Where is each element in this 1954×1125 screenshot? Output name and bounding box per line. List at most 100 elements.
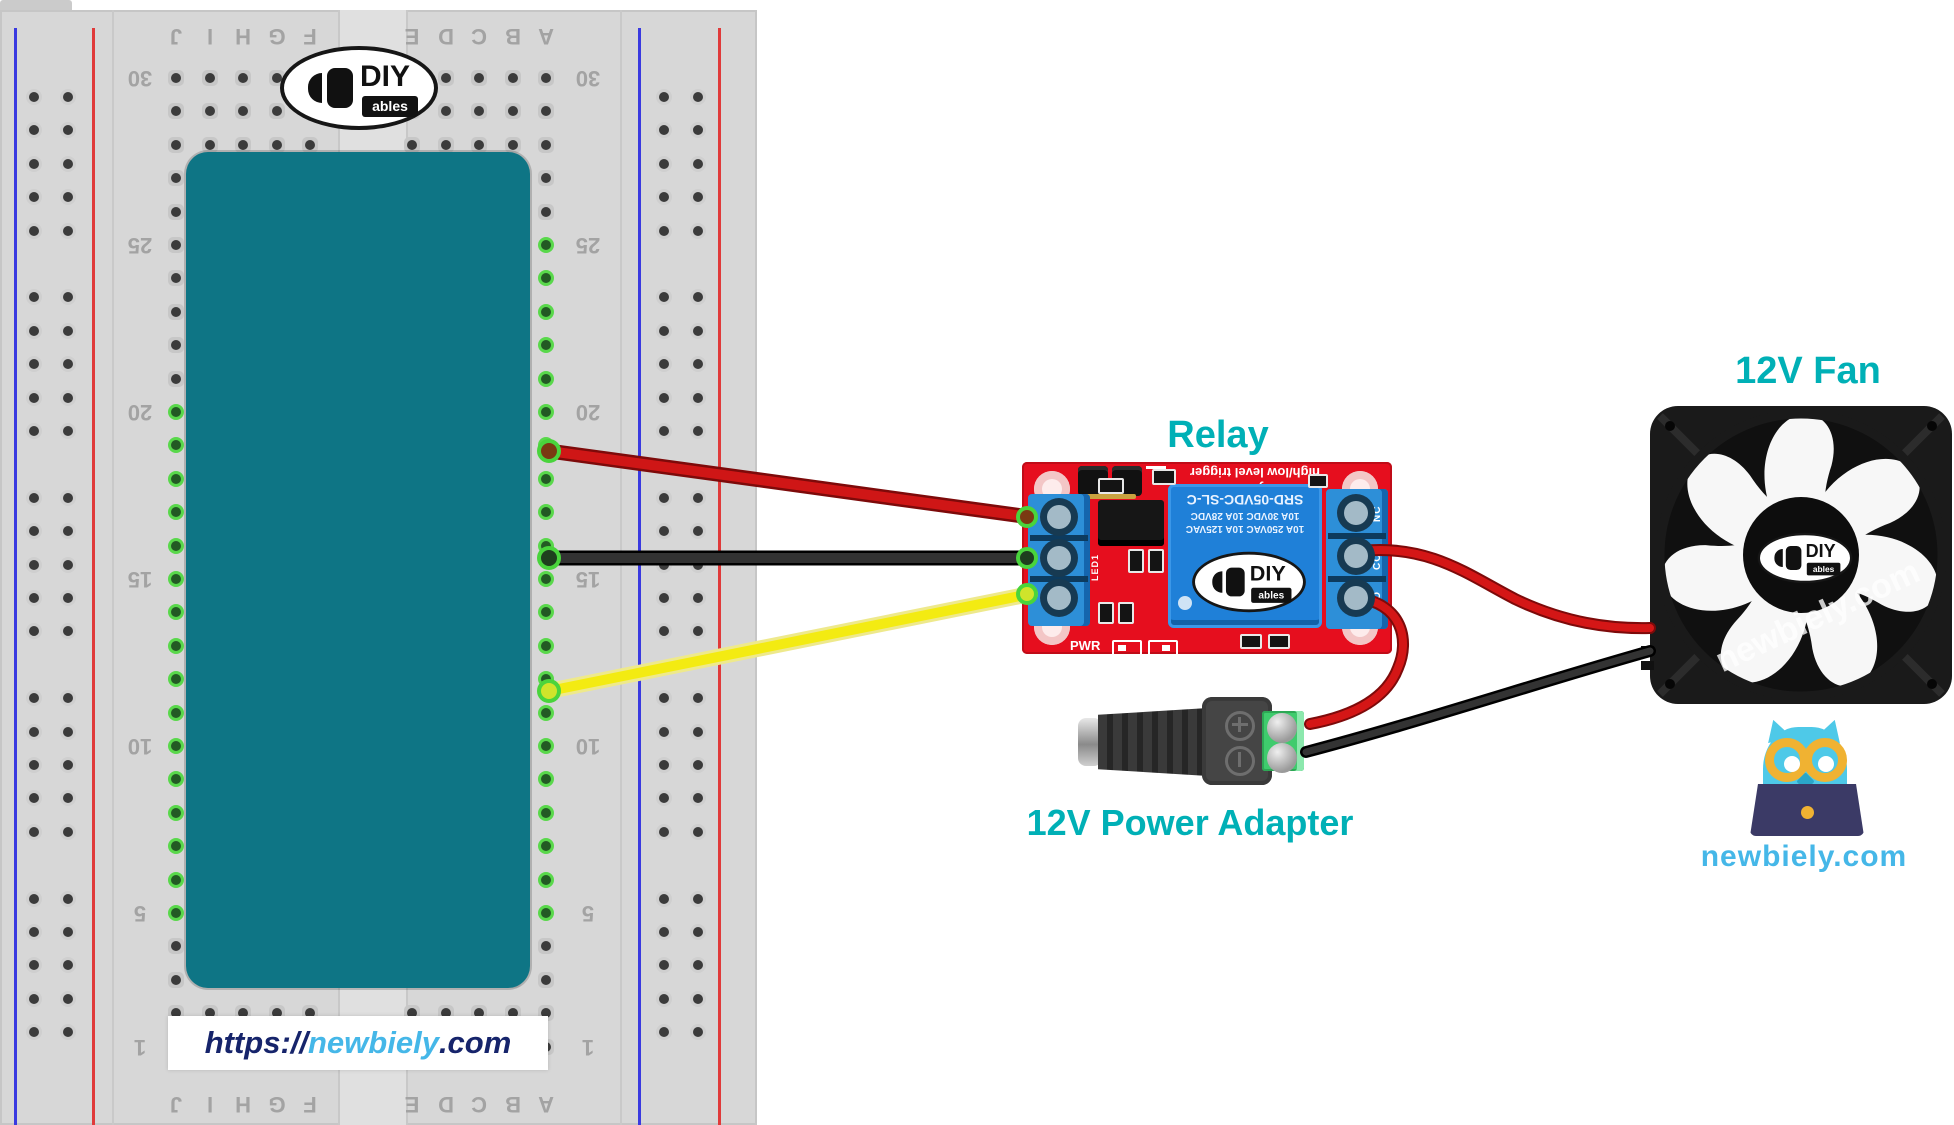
breadboard-rail-hole <box>26 990 42 1007</box>
breadboard-rail-hole <box>690 489 706 506</box>
owl-glasses-right <box>1803 738 1847 782</box>
breadboard-rail-hole <box>690 523 706 540</box>
breadboard-rail-hole <box>60 690 76 707</box>
breadboard-rail-hole <box>60 990 76 1007</box>
breadboard-hole <box>538 571 554 587</box>
breadboard-rail-hole <box>26 523 42 540</box>
diyables-icon <box>1225 567 1245 597</box>
breadboard-rail-hole <box>690 990 706 1007</box>
breadboard-rail-hole <box>60 957 76 974</box>
rail-line-blue-right <box>638 28 641 1125</box>
breadboard-rail-hole <box>690 155 706 172</box>
breadboard-seam <box>620 10 622 1125</box>
breadboard-rail-hole <box>26 222 42 239</box>
breadboard-rail-hole <box>690 423 706 439</box>
terminal-screw-head <box>1047 546 1071 570</box>
diyables-icon <box>308 73 322 103</box>
breadboard-rail-hole <box>26 890 42 907</box>
breadboard-rail-hole <box>656 122 672 139</box>
row-number: 10 <box>127 734 153 759</box>
relay-pwr-label: PWR <box>1070 638 1101 653</box>
column-letter: B <box>505 24 521 49</box>
breadboard-rail-hole <box>26 155 42 172</box>
breadboard-rail-hole <box>60 222 76 239</box>
relay-led1-label: LED1 <box>1090 553 1100 581</box>
breadboard-rail-hole <box>26 489 42 506</box>
row-number: 25 <box>127 233 153 258</box>
breadboard-seam <box>112 10 114 1125</box>
diyables-logo: DIY ables <box>1192 551 1306 613</box>
breadboard-rail-hole <box>690 322 706 339</box>
breadboard-hole <box>168 370 184 387</box>
breadboard-hole <box>471 70 487 86</box>
column-letter: H <box>235 1092 251 1117</box>
relay-jumper-pins <box>1082 494 1136 499</box>
breadboard-hole <box>538 103 554 120</box>
terminal-divider <box>1030 535 1088 541</box>
breadboard-rail-hole <box>26 389 42 406</box>
terminal-screw-head <box>1344 544 1368 568</box>
relay-cube-ac-rating: 10A 250VAC 10A 125VAC <box>1185 523 1305 534</box>
relay-smd <box>1128 549 1144 573</box>
breadboard-rail-hole <box>656 222 672 239</box>
relay-smd <box>1148 549 1164 573</box>
breadboard-hole <box>505 70 521 86</box>
row-number: 1 <box>133 1034 147 1060</box>
relay-smd <box>1098 602 1114 624</box>
diyables-badge: ables <box>362 96 418 117</box>
breadboard-rail-hole <box>60 723 76 740</box>
breadboard-rail-hole <box>690 790 706 807</box>
breadboard-rail-hole <box>60 89 76 105</box>
breadboard-hole <box>404 136 420 153</box>
column-letter: I <box>206 1092 214 1117</box>
breadboard-hole <box>538 404 554 420</box>
adapter-screw <box>1267 743 1297 773</box>
breadboard-rail-hole <box>656 890 672 907</box>
breadboard-hole <box>168 136 184 153</box>
breadboard-rail-hole <box>656 556 672 573</box>
adapter-title: 12V Power Adapter <box>1026 802 1354 843</box>
rail-line-blue-left <box>14 28 17 1125</box>
breadboard-hole <box>538 470 554 487</box>
breadboard-rail-hole <box>656 590 672 606</box>
breadboard-hole <box>168 270 184 287</box>
breadboard-rail-hole <box>60 790 76 807</box>
breadboard-hole <box>168 504 184 521</box>
breadboard-hole <box>168 637 184 654</box>
breadboard-hole <box>538 237 554 253</box>
breadboard-hole <box>538 537 554 554</box>
column-letter: G <box>268 1092 286 1117</box>
breadboard-rail-hole <box>26 423 42 439</box>
breadboard-rail-hole <box>26 356 42 373</box>
breadboard-hole <box>168 804 184 821</box>
owl-laptop-logo-dot <box>1801 806 1814 819</box>
column-letter: C <box>471 24 487 49</box>
breadboard-rail-hole <box>656 389 672 406</box>
breadboard-rail-hole <box>60 356 76 373</box>
breadboard-rail-hole <box>690 356 706 373</box>
breadboard-hole <box>538 270 554 287</box>
column-letter: J <box>169 24 183 49</box>
breadboard-rail-hole <box>60 155 76 172</box>
breadboard-rail-hole <box>656 957 672 974</box>
column-letter: D <box>438 1092 454 1117</box>
breadboard-rail-hole <box>60 823 76 840</box>
breadboard-rail-hole <box>656 423 672 439</box>
breadboard-rail-hole <box>656 990 672 1007</box>
relay-title: Relay <box>1167 414 1269 456</box>
breadboard-rail-hole <box>690 924 706 940</box>
breadboard-hole <box>269 103 285 120</box>
breadboard-hole <box>202 103 218 120</box>
breadboard-hole <box>168 70 184 86</box>
breadboard-rail-hole <box>656 89 672 105</box>
breadboard-rail-hole <box>60 523 76 540</box>
breadboard-hole <box>505 103 521 120</box>
breadboard-hole <box>168 404 184 420</box>
breadboard-hole <box>505 136 521 153</box>
diyables-text: DIY <box>1805 541 1836 561</box>
fan-blades-graphic <box>1655 409 1947 701</box>
breadboard-rail-hole <box>656 690 672 707</box>
column-letter: F <box>303 24 317 49</box>
breadboard-hole <box>168 170 184 187</box>
